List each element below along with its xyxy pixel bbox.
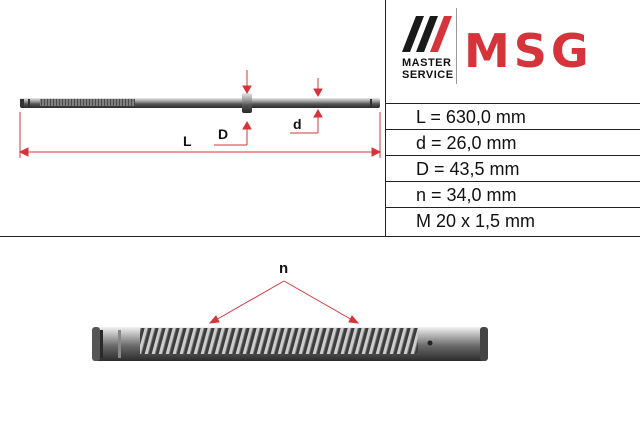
vertical-divider [385, 0, 386, 237]
spec-thread: M 20 x 1,5 mm [416, 211, 536, 231]
rack-detail-drawing: n [0, 237, 640, 426]
horizontal-divider [0, 236, 640, 237]
label-L: L [183, 133, 192, 149]
label-d: d [293, 116, 302, 132]
spec-n: n = 34,0 mm [416, 185, 517, 205]
spec-small-diameter: d = 26,0 mm [416, 133, 517, 153]
msg-logo: MASTER SERVICE MSG [398, 8, 636, 88]
rack-hole [427, 340, 433, 346]
dimension-D [214, 70, 252, 146]
rack-overview-svg [18, 70, 382, 158]
logo-separator [456, 8, 457, 84]
logo-mark-icon [402, 16, 452, 52]
rack-teeth-large [140, 328, 418, 354]
spec-row: M 20 x 1,5 mm [386, 207, 640, 233]
rack-teeth-small [40, 99, 135, 106]
rack-body [92, 327, 488, 361]
rack-overview-drawing: L D d [0, 0, 385, 236]
spec-row: D = 43,5 mm [386, 155, 640, 181]
spec-table: L = 630,0 mm d = 26,0 mm D = 43,5 mm n =… [386, 103, 640, 237]
label-D: D [218, 126, 229, 142]
brand-name: MSG [464, 24, 593, 78]
rack-detail-svg [92, 280, 488, 361]
spec-row: L = 630,0 mm [386, 103, 640, 129]
logo-line-service: SERVICE [402, 69, 454, 81]
rack-collar [242, 93, 252, 113]
rack-shaft [20, 93, 380, 113]
n-indicator-arrows [208, 280, 360, 324]
label-n: n [279, 260, 289, 277]
spec-length: L = 630,0 mm [416, 107, 526, 127]
dimension-L [18, 112, 382, 158]
dimension-d [290, 78, 323, 134]
spec-large-diameter: D = 43,5 mm [416, 159, 520, 179]
spec-row: n = 34,0 mm [386, 181, 640, 207]
logo-line-master: MASTER [402, 57, 452, 69]
spec-row: d = 26,0 mm [386, 129, 640, 155]
